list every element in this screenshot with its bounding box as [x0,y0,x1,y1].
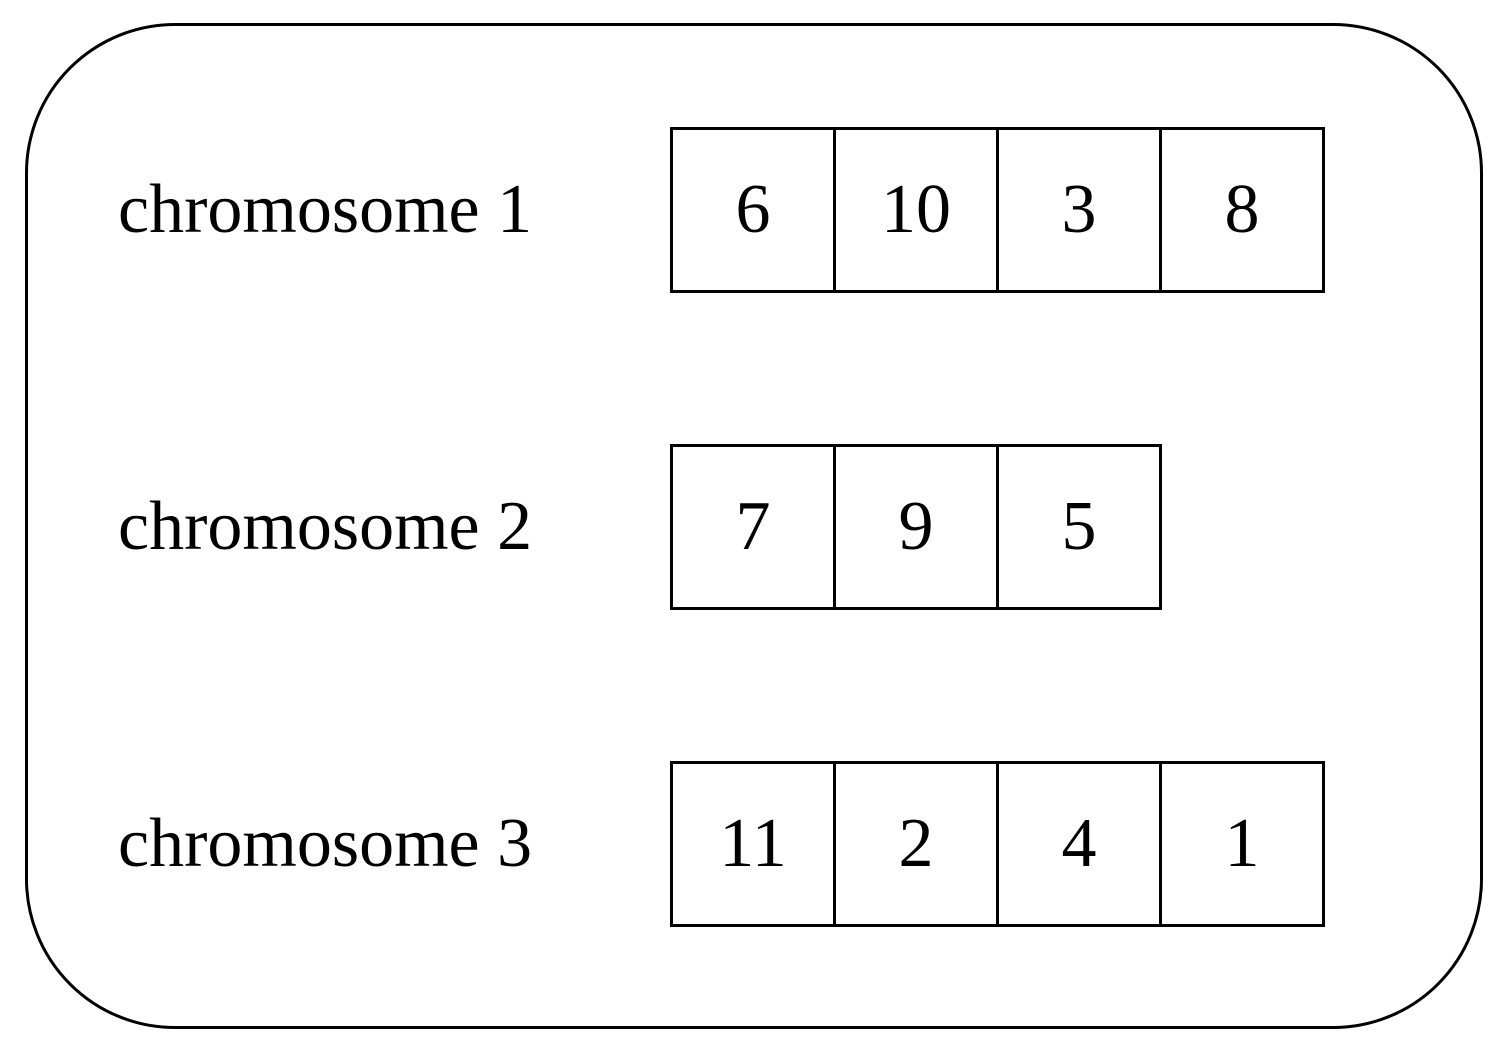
chromosome-label: chromosome 3 [118,805,533,882]
gene-cell: 3 [996,127,1162,293]
chromosome-row-3: chromosome 3 11 2 4 1 [0,761,1509,927]
gene-cell: 11 [670,761,836,927]
chromosome-row-1: chromosome 1 6 10 3 8 [0,127,1509,293]
gene-sequence: 7 9 5 [670,444,1162,610]
gene-cell: 4 [996,761,1162,927]
gene-cell: 8 [1159,127,1325,293]
gene-cell: 6 [670,127,836,293]
gene-cell: 7 [670,444,836,610]
chromosome-label: chromosome 2 [118,488,533,565]
gene-cell: 2 [833,761,999,927]
gene-sequence: 6 10 3 8 [670,127,1325,293]
gene-cell: 9 [833,444,999,610]
gene-cell: 1 [1159,761,1325,927]
gene-cell: 5 [996,444,1162,610]
chromosome-label: chromosome 1 [118,171,533,248]
gene-sequence: 11 2 4 1 [670,761,1325,927]
population-frame [25,23,1483,1029]
chromosome-row-2: chromosome 2 7 9 5 [0,444,1509,610]
gene-cell: 10 [833,127,999,293]
